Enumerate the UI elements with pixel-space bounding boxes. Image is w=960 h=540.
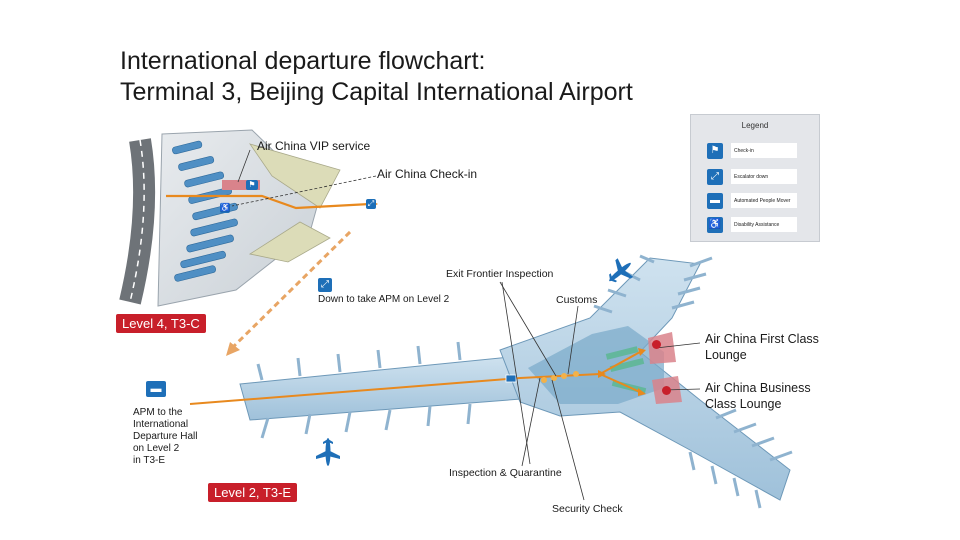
airplane-icon-south: [316, 438, 340, 466]
check-in-icon: ⚑: [707, 143, 723, 159]
first-class-line2: Lounge: [705, 347, 819, 363]
business-lounge-icon: [662, 386, 671, 395]
business-line1: Air China Business: [705, 380, 811, 396]
first-class-line1: Air China First Class: [705, 331, 819, 347]
road: [130, 140, 144, 302]
apm-note-line: International: [133, 419, 197, 431]
legend-text: Disability Assistance: [731, 217, 797, 232]
business-line2: Class Lounge: [705, 396, 811, 412]
apm-note: APM to the International Departure Hall …: [133, 407, 197, 467]
legend-row-checkin: ⚑ Check-in: [703, 141, 815, 161]
escalator-icon: ⤢: [707, 169, 723, 185]
legend-title: Legend: [691, 121, 819, 130]
label-customs: Customs: [556, 294, 597, 306]
wheelchair-icon: ♿: [707, 217, 723, 233]
first-class-lounge-icon: [652, 340, 661, 349]
down-route-arrowhead: [226, 342, 240, 356]
label-inspection-quarantine: Inspection & Quarantine: [449, 467, 562, 479]
label-first-class-lounge: Air China First Class Lounge: [705, 331, 819, 363]
apm-note-line: on Level 2: [133, 443, 197, 455]
apm-train-icon: ▬: [707, 193, 723, 209]
level4-checkin-hall: [130, 130, 378, 306]
apm-train-icon: ▬: [146, 381, 166, 397]
label-business-lounge: Air China Business Class Lounge: [705, 380, 811, 412]
escalator-icon: ⤢: [318, 278, 332, 292]
apm-note-line: in T3-E: [133, 455, 197, 467]
legend-panel: Legend ⚑ Check-in ⤢ Escalator down ▬ Aut…: [690, 114, 820, 242]
label-checkin: Air China Check-in: [377, 167, 477, 181]
escalator-icon: ⤢: [366, 199, 376, 209]
legend-text: Check-in: [731, 143, 797, 158]
level4-badge: Level 4, T3-C: [116, 314, 206, 333]
label-exit-frontier: Exit Frontier Inspection: [446, 268, 553, 280]
apm-note-line: Departure Hall: [133, 431, 197, 443]
check-in-icon: ⚑: [246, 180, 258, 190]
legend-text: Automated People Mover: [731, 193, 797, 208]
level2-badge: Level 2, T3-E: [208, 483, 297, 502]
label-down-apm: Down to take APM on Level 2: [318, 294, 449, 305]
legend-row-escalator: ⤢ Escalator down: [703, 167, 815, 187]
legend-row-apm: ▬ Automated People Mover: [703, 191, 815, 211]
legend-text: Escalator down: [731, 169, 797, 184]
apm-station-marker: [506, 375, 516, 382]
legend-row-disability: ♿ Disability Assistance: [703, 215, 815, 235]
label-security-check: Security Check: [552, 503, 623, 515]
apm-note-line: APM to the: [133, 407, 197, 419]
label-vip-service: Air China VIP service: [257, 139, 370, 153]
wheelchair-icon: ♿: [220, 203, 230, 213]
